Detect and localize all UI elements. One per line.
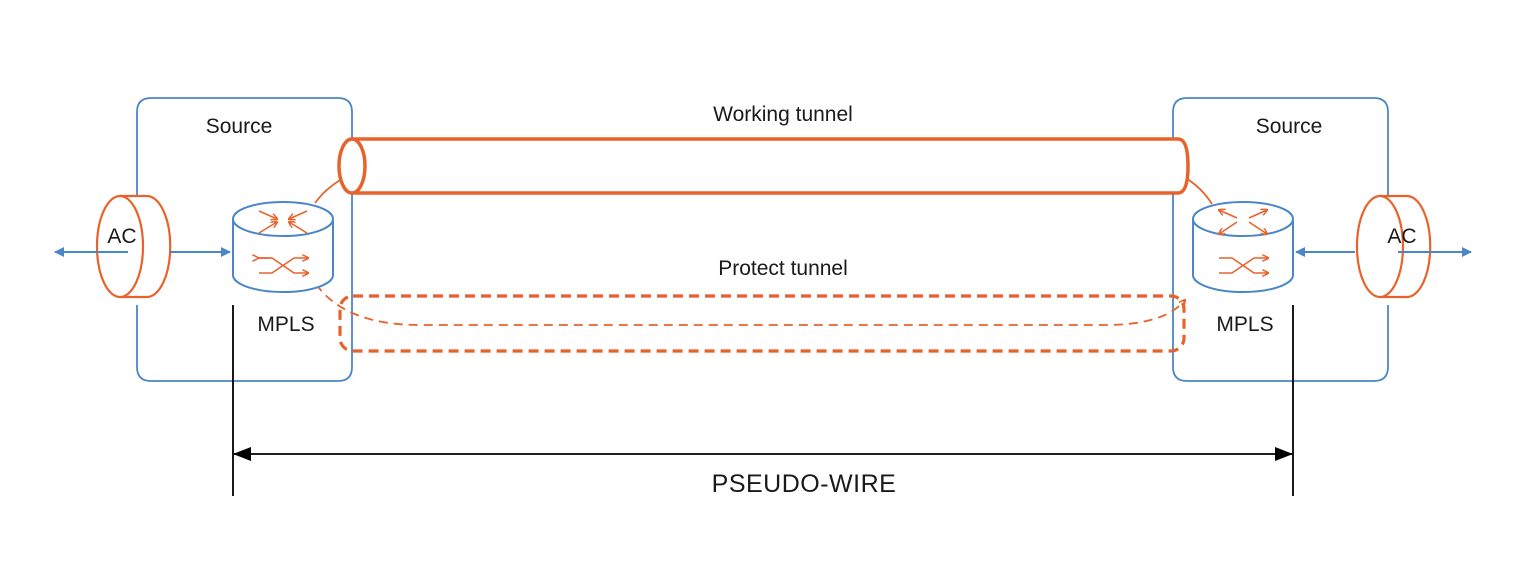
- right-ac-cylinder-icon: [1355, 194, 1432, 299]
- left-router-label: MPLS: [257, 313, 314, 336]
- right-mpls-router-icon: [1192, 201, 1294, 293]
- working-tunnel-label: Working tunnel: [713, 103, 853, 126]
- right-site-box: [1172, 97, 1389, 382]
- left-mpls-router-icon: [232, 201, 334, 293]
- right-router-label: MPLS: [1216, 313, 1273, 336]
- protect-tunnel-label: Protect tunnel: [718, 257, 848, 280]
- left-site-box: [136, 97, 353, 382]
- protect-tunnel-pipe: [338, 294, 1186, 353]
- left-ac-cylinder-icon: [95, 194, 172, 299]
- pseudowire-label: PSEUDO-WIRE: [712, 470, 897, 498]
- right-site-label: Source: [1256, 115, 1323, 138]
- left-site-label: Source: [206, 115, 273, 138]
- left-ac-label: AC: [107, 225, 136, 248]
- right-ac-label: AC: [1387, 225, 1416, 248]
- protect-tunnel-path: [315, 283, 1185, 326]
- working-tunnel-pipe: [337, 137, 1190, 195]
